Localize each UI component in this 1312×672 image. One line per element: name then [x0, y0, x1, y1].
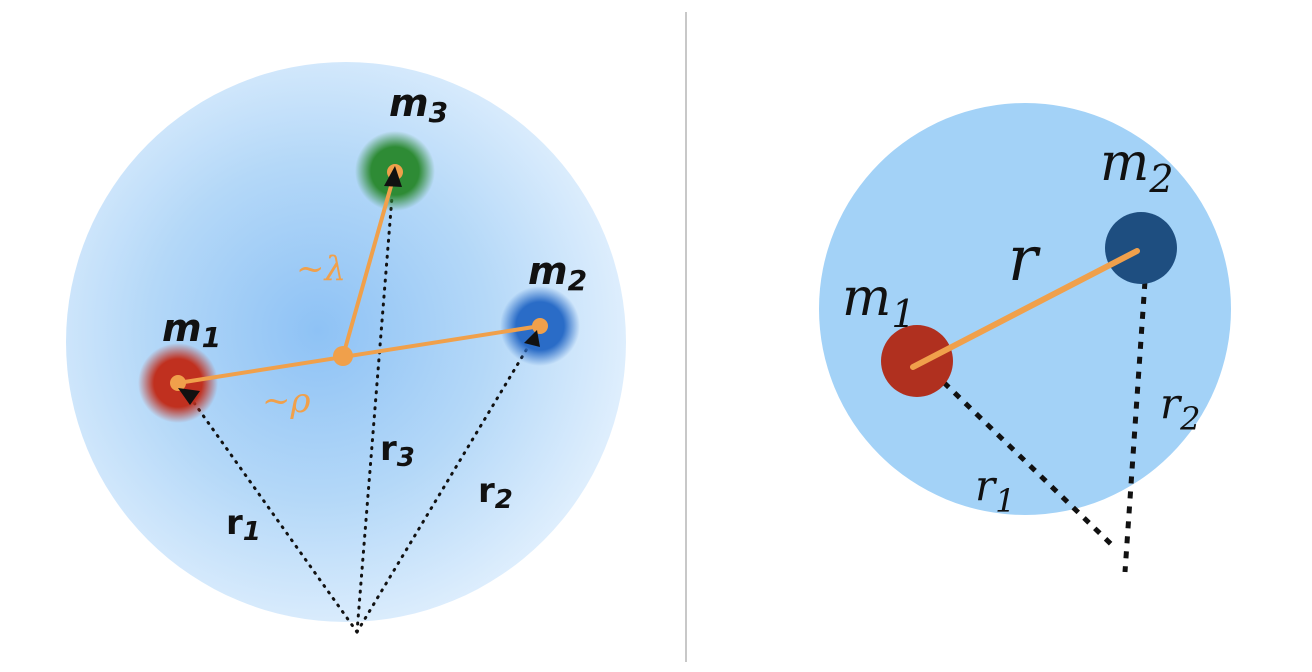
mass-m2-right: [1105, 212, 1177, 284]
vector-r1-line-right: [931, 370, 1114, 547]
label-r1-right: r1: [975, 461, 1015, 520]
label-r1: r1: [226, 503, 261, 547]
arrowhead-r1: [178, 388, 200, 405]
center-of-mass-12: [333, 346, 353, 366]
label-m1: m1: [162, 306, 221, 354]
label-m1-right: m1: [842, 268, 916, 336]
right-position-vectors: [931, 251, 1150, 573]
left-panel: m1 m2 m3 ~λ ~ρ r1 r2 r3: [66, 62, 626, 634]
vector-r2-line: [355, 325, 542, 634]
label-r-separation: r: [1008, 222, 1041, 295]
label-r2-right: r2: [1160, 379, 1200, 438]
position-vectors: [178, 170, 542, 634]
label-r2: r2: [478, 471, 513, 515]
label-m3: m3: [389, 81, 448, 129]
right-panel: m1 m2 r r1 r2: [819, 103, 1231, 573]
separation-bond: [910, 248, 1140, 370]
label-m2: m2: [528, 249, 587, 297]
label-r3: r3: [380, 429, 415, 473]
vector-r1-line: [178, 381, 359, 634]
rho-bond: [176, 324, 542, 385]
m1-endpoint: [170, 375, 186, 391]
arrowhead-r3: [384, 166, 402, 187]
jacobi-bonds: [176, 170, 542, 385]
m2-endpoint: [532, 318, 548, 334]
arrowhead-r2: [524, 330, 540, 347]
label-m2-right: m2: [1100, 133, 1174, 201]
label-lambda: ~λ: [296, 249, 346, 289]
arrowheads: [178, 166, 540, 405]
label-rho: ~ρ: [262, 381, 310, 421]
mass-m1-right: [881, 325, 953, 397]
vector-r3-line: [355, 170, 396, 634]
lambda-bond: [341, 170, 397, 358]
